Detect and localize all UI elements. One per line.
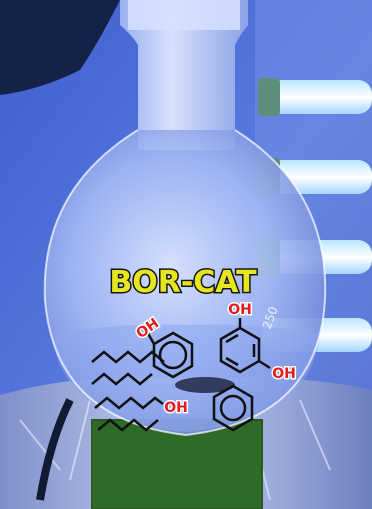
- resorcinol-bond-bottom: [258, 359, 271, 370]
- ground-glass-joint: [128, 0, 240, 30]
- bor-cat-title: BOR-CAT: [109, 265, 257, 300]
- benzene-ring: [212, 384, 254, 432]
- alkyl-chain-2: [91, 372, 153, 386]
- benzene-structure: [212, 384, 254, 432]
- uv-lamp-1: [262, 80, 372, 114]
- alkyl-chain-4: [97, 418, 159, 432]
- resorcinol-oh-bottom: OH: [272, 366, 296, 382]
- stir-bar: [175, 377, 235, 393]
- flask-outline: [43, 129, 327, 437]
- foil-creases: [19, 399, 331, 501]
- resorcinol-ring: [219, 326, 261, 374]
- alkyl-chain-1: [91, 350, 165, 364]
- lamp-socket-1: [258, 78, 280, 116]
- phenol-structure: [144, 329, 194, 379]
- flask-neck: [120, 0, 248, 150]
- alkyl-chain-3: [94, 396, 164, 410]
- resorcinol-structure: [219, 318, 271, 374]
- dark-corner: [0, 0, 120, 95]
- power-cable: [36, 398, 74, 501]
- resorcinol-double-bond-3: [225, 356, 239, 367]
- alcohol-oh-label: OH: [164, 400, 188, 416]
- phenol-bond: [144, 329, 156, 345]
- resorcinol-oh-top: OH: [228, 302, 252, 318]
- resorcinol-double-bond-1: [225, 333, 239, 344]
- benzene-aromatic-circle: [219, 394, 247, 422]
- phenol-aromatic-circle: [158, 340, 188, 370]
